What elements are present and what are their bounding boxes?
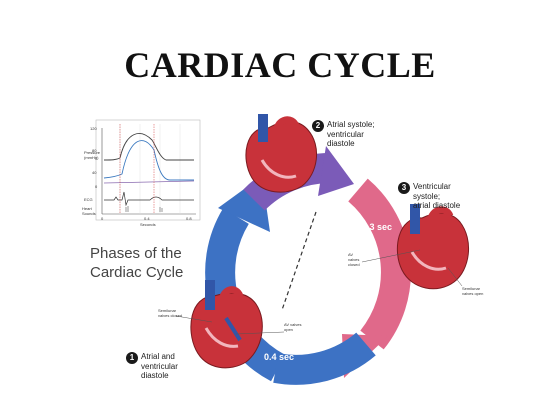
phase2-arrowhead — [318, 146, 354, 196]
cycle-divider-dashed — [281, 211, 317, 311]
y-tick-120: 120 — [90, 126, 97, 131]
y-tick-0: 0 — [95, 184, 98, 189]
label-semilunar-open: Semilunar valves open — [462, 286, 484, 296]
y-tick-80: 80 — [92, 148, 97, 153]
graph-frame — [95, 119, 201, 221]
heart-phase1 — [190, 280, 263, 369]
phase-number-badge: 3 — [398, 182, 410, 194]
ecg-trace — [104, 191, 194, 207]
cycle-arrows — [205, 146, 411, 385]
duration-phase2: 0.1 sec — [300, 197, 331, 207]
subtitle-line-2: Cardiac Cycle — [90, 264, 184, 281]
diagram-subtitle: Phases of the Cardiac Cycle — [90, 244, 183, 282]
leader-lines — [175, 249, 463, 335]
duration-phase3: 0.3 sec — [362, 222, 393, 232]
page-title: CARDIAC CYCLE — [124, 45, 436, 85]
graph-sounds-label: Heart Sounds — [82, 206, 96, 216]
label-semilunar-closed: Semilunar valves closed — [158, 308, 183, 318]
label-av-closed: AV valves closed — [348, 252, 360, 267]
heart-phase2 — [245, 114, 318, 193]
heart-phase3 — [396, 204, 470, 290]
aortic-pressure-curve — [103, 133, 194, 161]
phase-number-badge: 1 — [126, 352, 138, 364]
phase3-arrow-body — [347, 178, 411, 350]
label-av-open: AV valves open — [284, 322, 302, 332]
graph-ylabel: Pressure (mmHg) — [84, 150, 101, 160]
phase1-arrow-tail — [273, 332, 376, 385]
subtitle-line-1: Phases of the — [90, 245, 182, 262]
x-tick-0-8: 0.8 — [186, 216, 192, 221]
x-tick-0-4: 0.4 — [144, 216, 150, 221]
x-tick-0: 0 — [101, 216, 104, 221]
pressure-graph — [95, 119, 201, 221]
y-tick-40: 40 — [92, 170, 97, 175]
graph-ecg-label: ECG — [84, 197, 93, 202]
duration-phase1: 0.4 sec — [264, 352, 295, 362]
phase-number-badge: 2 — [312, 120, 324, 132]
ventricular-pressure-curve — [103, 140, 194, 181]
graph-xlabel: Seconds — [140, 222, 156, 227]
atrial-pressure-curve — [103, 180, 195, 184]
